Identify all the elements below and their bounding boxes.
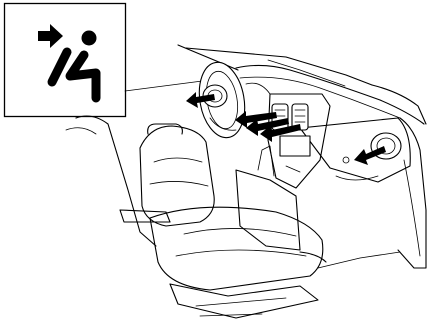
headrest	[148, 124, 183, 134]
climate-control-panel	[280, 136, 310, 156]
occupant-head-icon	[82, 31, 97, 46]
dashboard-inner-edge	[240, 77, 400, 118]
leader-line	[125, 80, 210, 91]
windshield-inner-line	[268, 60, 345, 86]
seat-back-seam	[154, 158, 202, 162]
seat-base	[170, 284, 318, 318]
left-door-trim	[66, 128, 96, 134]
glovebox-handle	[336, 176, 378, 180]
floor-line	[318, 252, 400, 268]
seat-cushion-seam	[184, 228, 296, 236]
door-trim-line	[404, 160, 420, 256]
seat-rail-lower	[200, 314, 262, 316]
center-stack-trim	[286, 166, 300, 172]
seat-back-seam-lower	[150, 181, 208, 186]
right-door-panel	[398, 118, 426, 268]
shift-lever	[258, 146, 274, 176]
instrument-hood	[246, 83, 270, 94]
seat-cushion-seam-lower	[176, 250, 306, 256]
glovebox-latch	[343, 157, 349, 163]
seat-rail	[196, 298, 286, 306]
left-door-line	[76, 116, 156, 246]
seat-cushion	[150, 207, 323, 290]
mode-icon-panel	[5, 4, 211, 117]
windshield-right-line	[372, 85, 426, 124]
center-console	[236, 170, 300, 250]
left-door-pocket	[120, 210, 170, 222]
